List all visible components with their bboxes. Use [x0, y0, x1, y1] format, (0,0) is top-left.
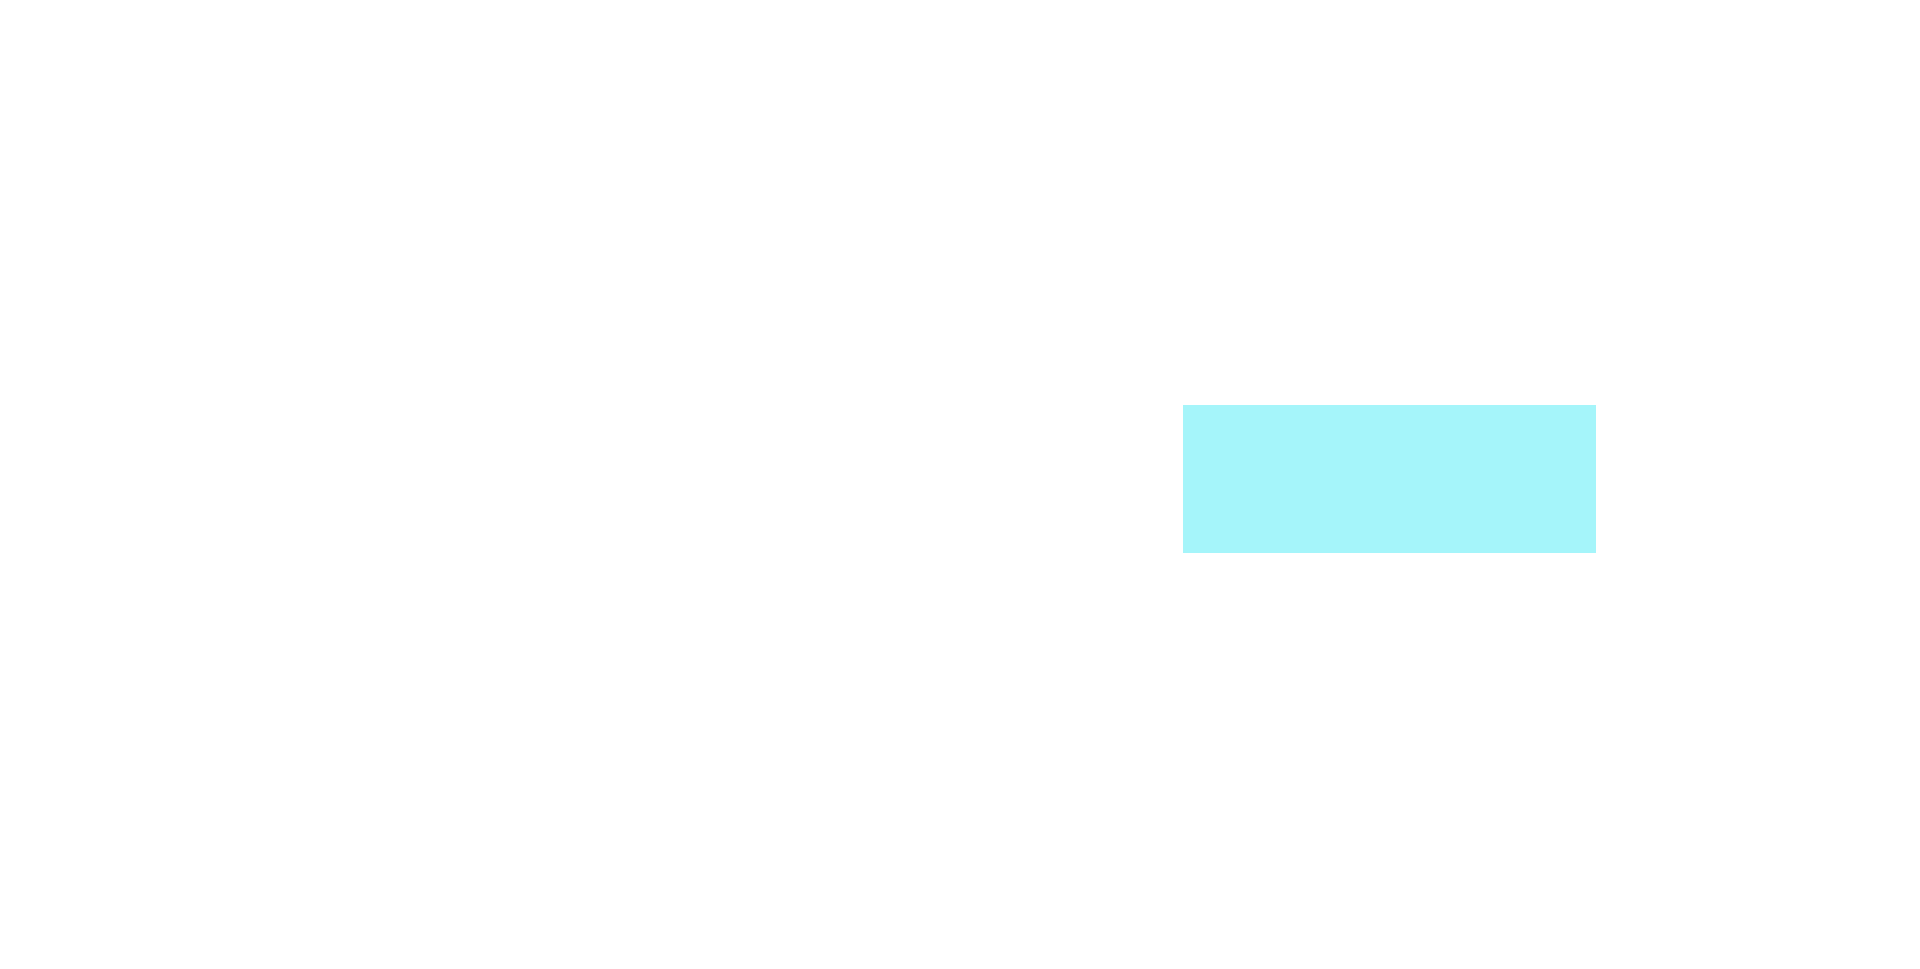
highlight-rectangle [1183, 405, 1596, 553]
